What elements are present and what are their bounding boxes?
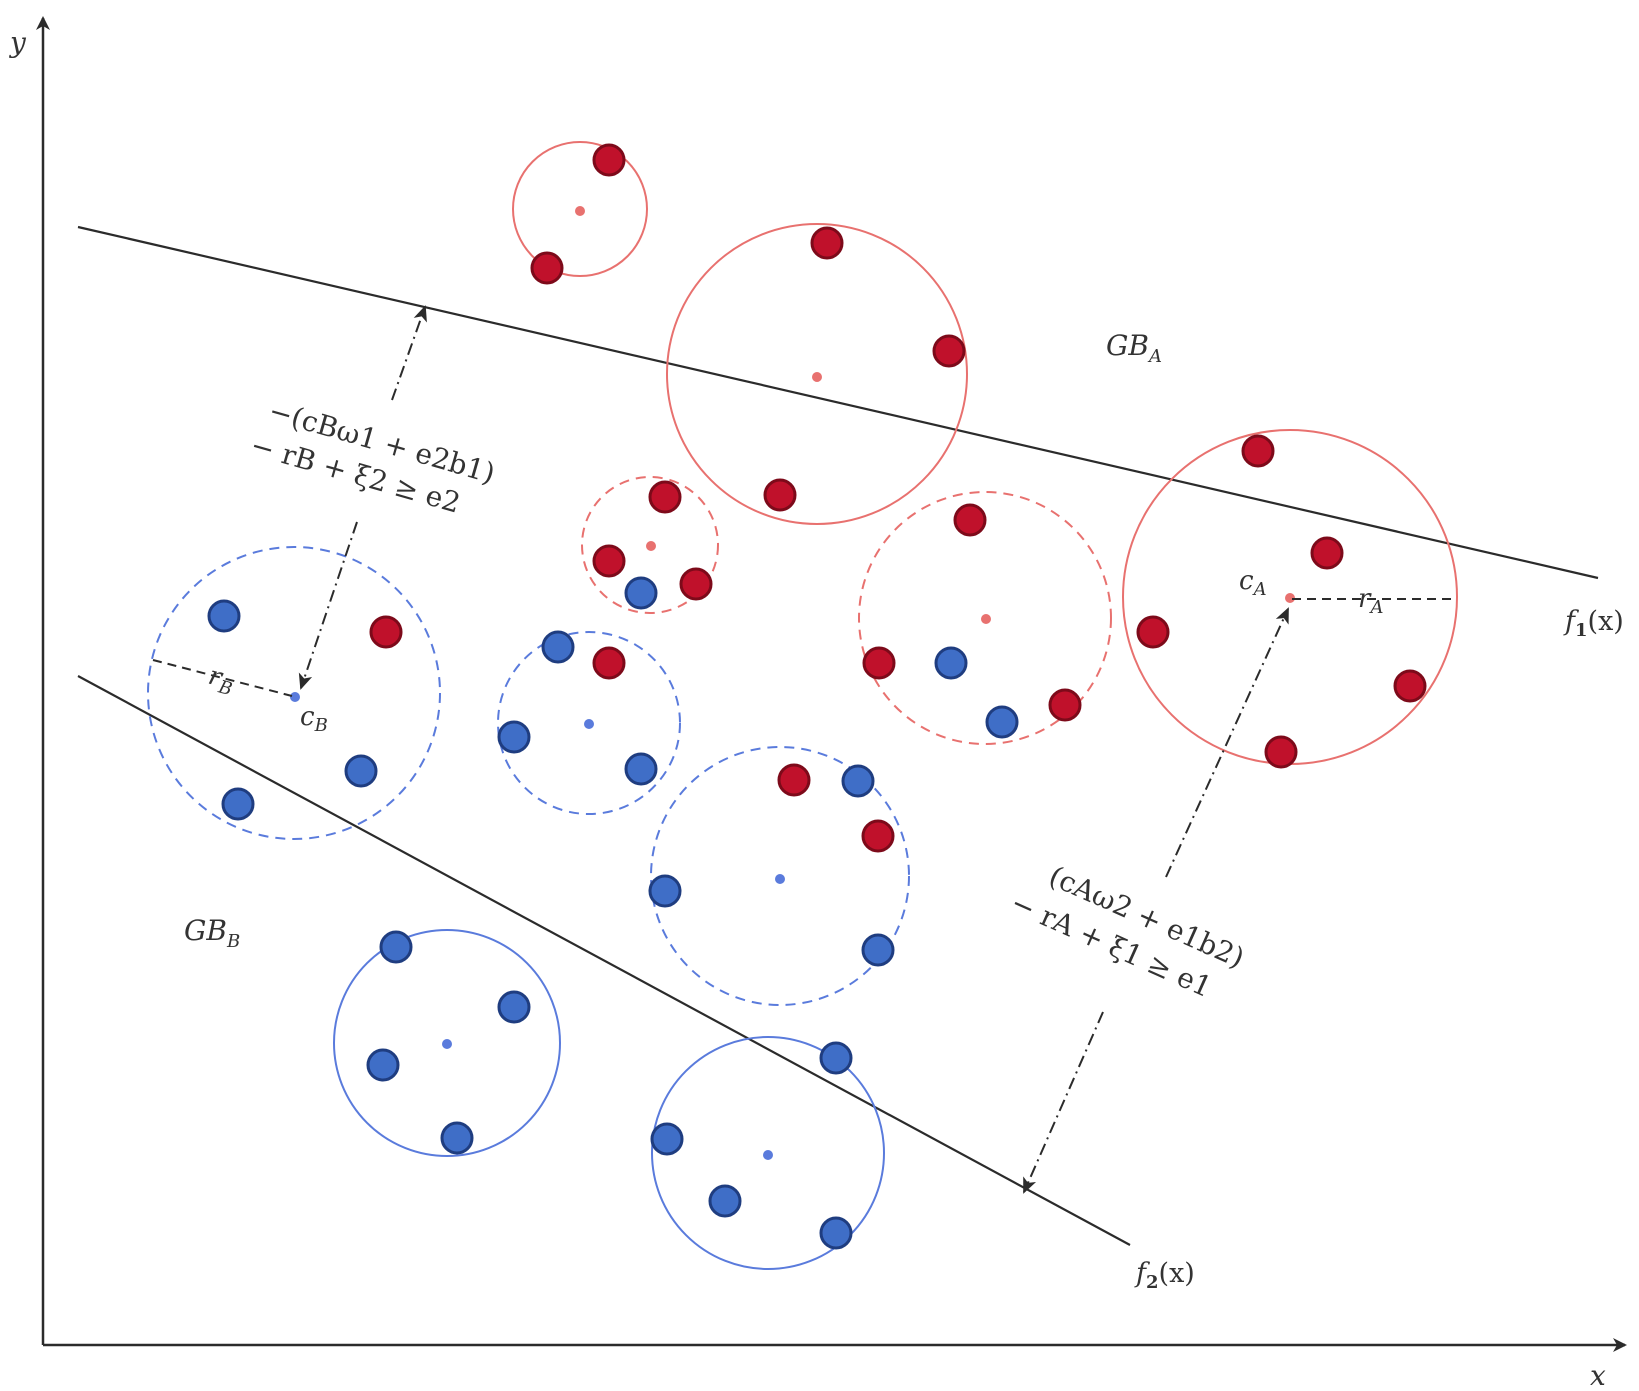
center-dot [575,206,585,216]
blue-point [861,933,895,967]
red-point [592,544,626,578]
ball-red-small-top [512,141,648,277]
f1-label: f1(x) [1563,606,1624,641]
center-dot-ca [1285,593,1295,603]
red-point [1048,688,1082,722]
hyperplane-f1 [77,225,1599,580]
ball-red-large-center [666,223,968,525]
upper-arrow-to-cb [298,521,358,690]
lower-dimension [1023,607,1289,1194]
red-point [530,251,564,285]
red-samples [369,143,1427,853]
center-dot [442,1039,452,1049]
blue-point [344,754,378,788]
x-axis-label: x [1590,1359,1606,1391]
red-point [369,615,403,649]
lower-arrow-to-f2 [1023,1011,1104,1194]
f2-label: f2(x) [1134,1258,1195,1293]
center-dot [646,541,656,551]
ball-blue-dashed-center [650,746,910,1006]
blue-point [985,705,1019,739]
center-dot [981,614,991,624]
blue-point [366,1048,400,1082]
ra-label: rA [1358,584,1383,618]
radius-line-b [152,659,293,697]
ball-blue-solid-left [333,929,561,1157]
red-point [862,646,896,680]
ball-blue-dashed-cb [147,546,441,840]
cb-label: cB [300,702,328,736]
ball-red-dashed-right [858,491,1112,745]
center-dot-cb [290,692,300,702]
red-point [932,334,966,368]
blue-samples [207,576,1019,1250]
blue-point [624,752,658,786]
red-point [592,143,626,177]
rb-label: rB [204,661,238,700]
blue-point [221,787,255,821]
blue-point [541,630,575,664]
red-point [592,646,626,680]
hyperplane-f2 [77,675,1131,1246]
red-point [648,480,682,514]
center-dot [763,1150,773,1160]
red-point [1136,615,1170,649]
ball-blue-dashed-small [497,631,681,815]
red-point [763,478,797,512]
y-axis-label: y [8,26,27,59]
blue-point [379,930,413,964]
blue-point [497,720,531,754]
red-point [777,763,811,797]
red-point [679,567,713,601]
red-point [861,819,895,853]
upper-constraint: −(cBω1 + e2b1) − rB + ξ2 ≥ e2 [247,394,499,520]
red-point [1393,669,1427,703]
upper-arrow-to-f1 [391,305,427,401]
blue-point [934,646,968,680]
upper-dimension [298,305,427,690]
center-dot [584,719,594,729]
ball-red-dashed-small [581,476,719,614]
center-dot [812,372,822,382]
gb-a-label: GBA [1106,329,1162,367]
red-point [1264,735,1298,769]
center-dot [775,874,785,884]
red-point [1241,434,1275,468]
granular-balls [147,141,1458,1270]
red-point [953,503,987,537]
red-point [810,226,844,260]
lower-constraint: (cAω2 + e1b2) − rA + ξ1 ≥ e1 [1006,859,1249,1004]
blue-point [648,874,682,908]
blue-point [650,1122,684,1156]
blue-point [819,1041,853,1075]
blue-point [841,764,875,798]
ball-centers [290,206,1295,1160]
blue-point [819,1216,853,1250]
blue-point [440,1121,474,1155]
blue-point [497,990,531,1024]
ca-label: cA [1239,566,1267,600]
blue-point [624,576,658,610]
red-point [1310,536,1344,570]
blue-point [207,599,241,633]
gb-b-label: GBB [184,914,240,952]
blue-point [708,1184,742,1218]
lower-arrow-to-ca [1165,607,1289,878]
ball-blue-solid-bottom [651,1036,885,1270]
